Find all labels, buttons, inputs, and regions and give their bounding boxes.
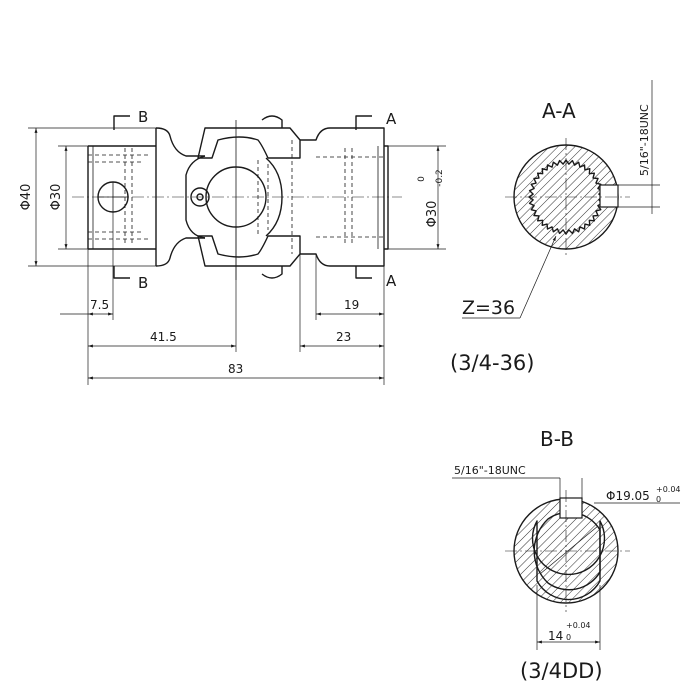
cross-yoke [185, 115, 301, 280]
dim-19-label: 19 [344, 298, 359, 312]
dia-right-upper-tol: 0 [417, 176, 427, 182]
section-b-size-label: (3/4DD) [520, 659, 603, 683]
bore-dia-label: Φ19.05 [606, 489, 650, 503]
main-view: B B A A Φ40 Φ30 Φ30 0 -0.2 [19, 108, 446, 385]
dim-83-label: 83 [228, 362, 243, 376]
dia-outer-label: Φ40 [19, 184, 34, 211]
section-a-bottom-letter: A [386, 272, 397, 290]
bore-tol-lower: 0 [656, 495, 661, 504]
flat-tol-lower: 0 [566, 633, 571, 642]
double-d-bore [531, 520, 606, 601]
section-b-view: B-B 5/16"-18UNC Φ19.05 +0.04 0 14 +0.04 … [452, 427, 681, 683]
section-a-thread-label: 5/16"-18UNC [638, 104, 651, 176]
section-b-title: B-B [540, 427, 574, 451]
section-b-top-letter: B [138, 108, 148, 126]
section-markers: B B A A [113, 108, 397, 292]
vertical-dims-left: Φ40 Φ30 [19, 127, 156, 267]
section-a-size-label: (3/4-36) [450, 351, 534, 375]
thread-hole-a [599, 184, 619, 208]
section-b-bottom-letter: B [138, 274, 148, 292]
section-a-view: A-A 5/16"-18UNC Z=36 (3/4-36) [450, 80, 660, 375]
spline-count-label: Z=36 [462, 297, 515, 319]
bore-tol-upper: +0.04 [656, 485, 681, 494]
section-a-top-letter: A [386, 110, 397, 128]
dia-right-lower-tol: -0.2 [435, 169, 445, 187]
dim-41-5-label: 41.5 [150, 330, 177, 344]
dim-7-5-label: 7.5 [90, 298, 109, 312]
horizontal-dims: 7.5 41.5 83 19 23 [60, 212, 385, 385]
vertical-dims-right: Φ30 0 -0.2 [388, 145, 446, 250]
dia-inner-label: Φ30 [49, 184, 64, 211]
flat-tol-upper: +0.04 [566, 621, 591, 630]
dim-23-label: 23 [336, 330, 351, 344]
flat-dim-label: 14 [548, 629, 563, 643]
section-a-title: A-A [542, 99, 576, 123]
dia-right-label: Φ30 [425, 201, 440, 228]
right-hub [300, 127, 389, 267]
thread-hole-b [559, 497, 583, 519]
section-b-thread-label: 5/16"-18UNC [454, 464, 526, 477]
grease-nipple-icon [190, 187, 210, 207]
